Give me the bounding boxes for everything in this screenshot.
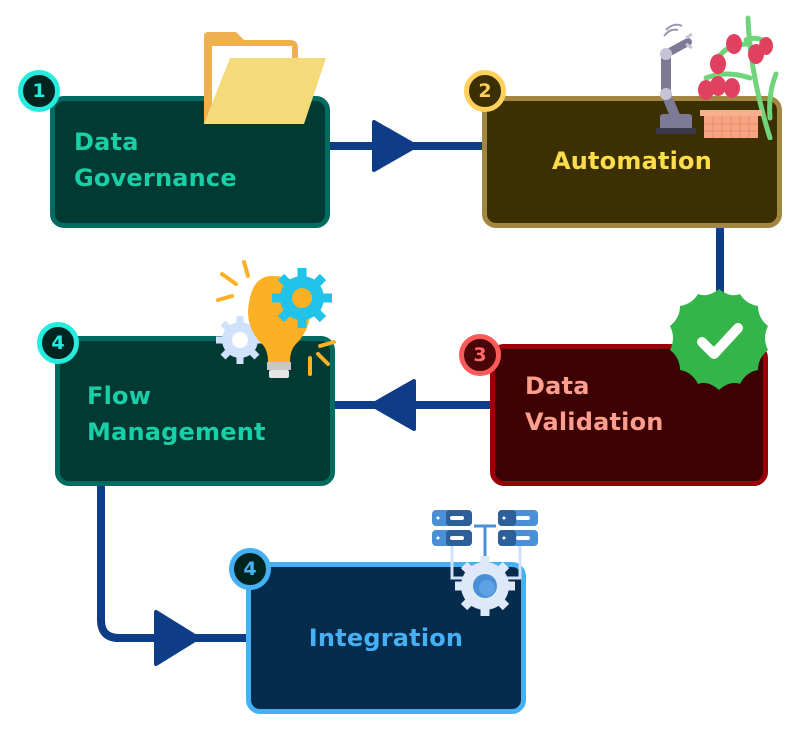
arrow-right-4 [154, 610, 200, 666]
connector-4-to-5 [97, 484, 248, 642]
folder-icon [204, 32, 326, 124]
title-line: Automation [551, 147, 713, 175]
arrow-right-1 [372, 120, 418, 172]
title-line: Integration [308, 624, 464, 652]
step-title-data-validation: Data Validation [525, 368, 664, 440]
step-number-badge: 2 [464, 70, 506, 112]
robot-arm-harvest-icon [656, 15, 779, 140]
title-line: Flow [87, 382, 152, 410]
title-line: Data [525, 372, 590, 400]
title-line: Governance [74, 164, 237, 192]
title-line: Management [87, 418, 266, 446]
step-title-data-governance: Data Governance [74, 124, 237, 196]
lightbulb-gears-icon [216, 260, 336, 378]
step-number-badge: 3 [459, 334, 501, 376]
step-title-integration: Integration [246, 620, 526, 656]
server-gear-icon [432, 510, 538, 616]
title-line: Validation [525, 408, 664, 436]
arrow-left-3 [370, 379, 416, 431]
step-title-automation: Automation [482, 143, 782, 179]
step-number-badge: 1 [18, 70, 60, 112]
title-line: Data [74, 128, 139, 156]
check-badge-icon [670, 289, 768, 390]
step-title-flow-management: Flow Management [87, 378, 266, 450]
step-number-badge: 4 [37, 322, 79, 364]
step-number-badge: 4 [229, 548, 271, 590]
